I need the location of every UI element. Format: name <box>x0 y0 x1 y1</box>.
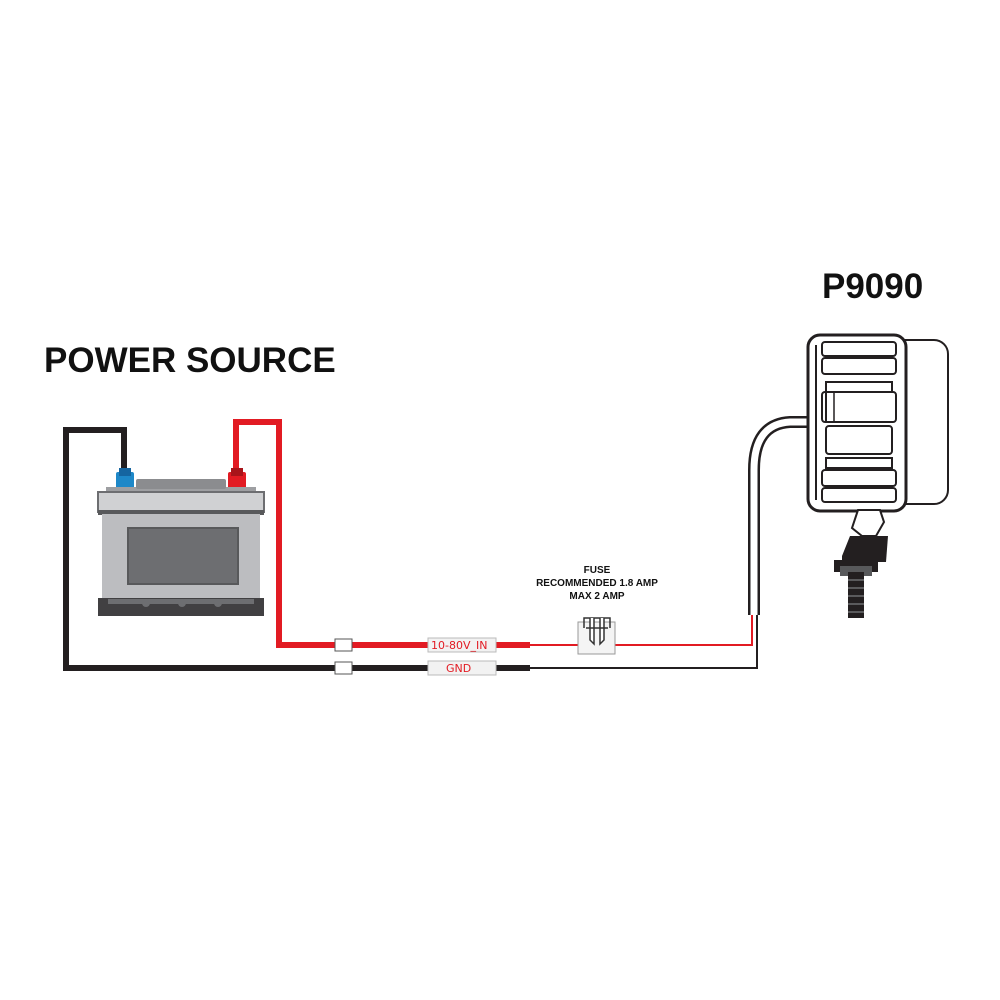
positive-wire-label: 10-80V_IN <box>431 639 487 652</box>
positive-connector <box>334 638 353 652</box>
ground-connector <box>334 661 353 675</box>
ground-label-sleeve <box>427 660 497 676</box>
light-cable <box>748 416 814 615</box>
fuse-blade-icon <box>583 617 611 646</box>
ground-wire: GND <box>63 427 758 676</box>
power-source-title: POWER SOURCE <box>44 341 336 380</box>
fuse-label: FUSE <box>584 565 611 576</box>
product-title: P9090 <box>822 267 923 306</box>
fuse-recommended-label: RECOMMENDED 1.8 AMP <box>536 578 658 589</box>
work-light-icon <box>806 333 949 618</box>
fuse-max-label: MAX 2 AMP <box>569 591 625 602</box>
positive-label-sleeve <box>427 637 497 653</box>
fuse: FUSE RECOMMENDED 1.8 AMP MAX 2 AMP <box>536 565 658 655</box>
negative-terminal <box>116 472 134 490</box>
positive-wire: 10-80V_IN <box>233 419 753 653</box>
ground-wire-label: GND <box>446 662 471 675</box>
positive-terminal <box>228 472 246 490</box>
battery-icon <box>97 468 265 616</box>
